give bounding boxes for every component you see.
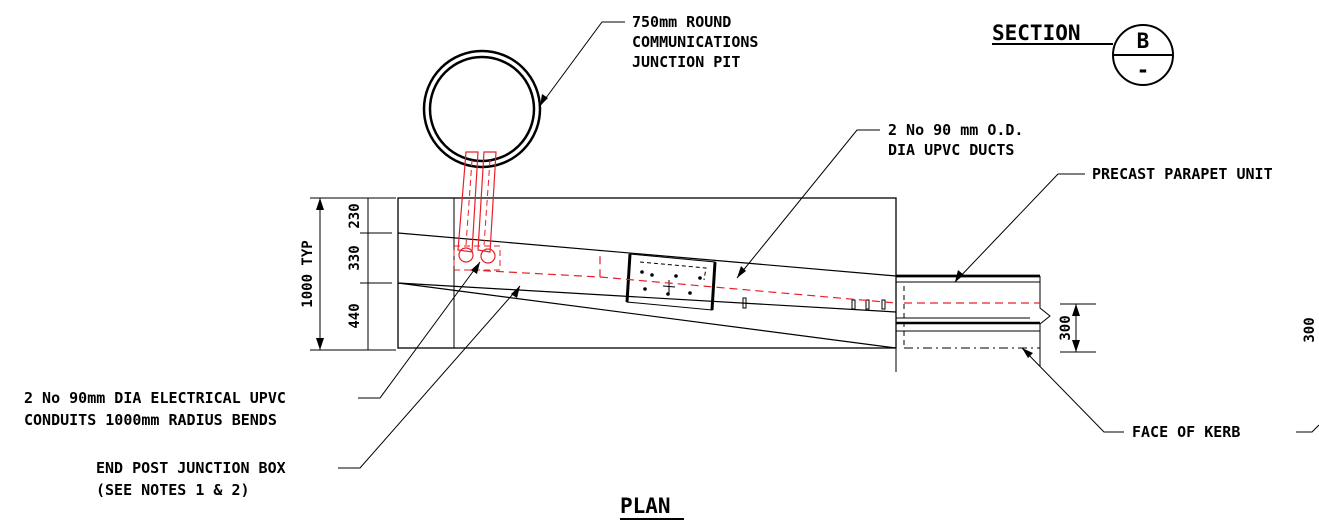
parapet-label: PRECAST PARAPET UNIT bbox=[1092, 165, 1273, 183]
section-letter: B bbox=[1137, 29, 1150, 53]
end-post-block bbox=[397, 197, 897, 372]
conduits-label-line-1: 2 No 90mm DIA ELECTRICAL UPVC bbox=[24, 389, 286, 407]
junction-pit bbox=[422, 49, 542, 169]
kerb-label: FACE OF KERB bbox=[1132, 423, 1240, 441]
section-label: SECTION bbox=[992, 21, 1081, 45]
dimension-330: 330 bbox=[347, 245, 363, 270]
junction-box-label-line-1: END POST JUNCTION BOX bbox=[96, 459, 286, 477]
dimension-230: 230 bbox=[347, 203, 363, 228]
pit-label-line-1: 750mm ROUND bbox=[632, 13, 731, 31]
leader-lines bbox=[338, 21, 1319, 469]
junction-box-label-line-2: (SEE NOTES 1 & 2) bbox=[96, 481, 250, 499]
section-marker bbox=[992, 24, 1174, 86]
conduits-label-line-2: CONDUITS 1000mm RADIUS BENDS bbox=[24, 411, 277, 429]
service-conduits bbox=[453, 151, 1040, 304]
dimension-kerb-300: 300 bbox=[1058, 315, 1074, 340]
dimension-overall: 1000 TYP bbox=[300, 240, 316, 307]
ducts-label-line-2: DIA UPVC DUCTS bbox=[888, 141, 1014, 159]
precast-parapet-unit bbox=[896, 274, 1051, 366]
duct-ends bbox=[742, 297, 886, 310]
plan-title: PLAN bbox=[620, 494, 671, 518]
vertical-dimensions bbox=[310, 197, 1096, 353]
pit-label-line-3: JUNCTION PIT bbox=[632, 53, 740, 71]
section-sheet: - bbox=[1137, 58, 1150, 82]
junction-box bbox=[625, 253, 717, 311]
ducts-label-line-1: 2 No 90 mm O.D. bbox=[888, 121, 1023, 139]
pit-label-line-2: COMMUNICATIONS bbox=[632, 33, 758, 51]
dimension-440: 440 bbox=[347, 303, 363, 328]
dimension-kerb-300-right: 300 bbox=[1302, 317, 1318, 342]
